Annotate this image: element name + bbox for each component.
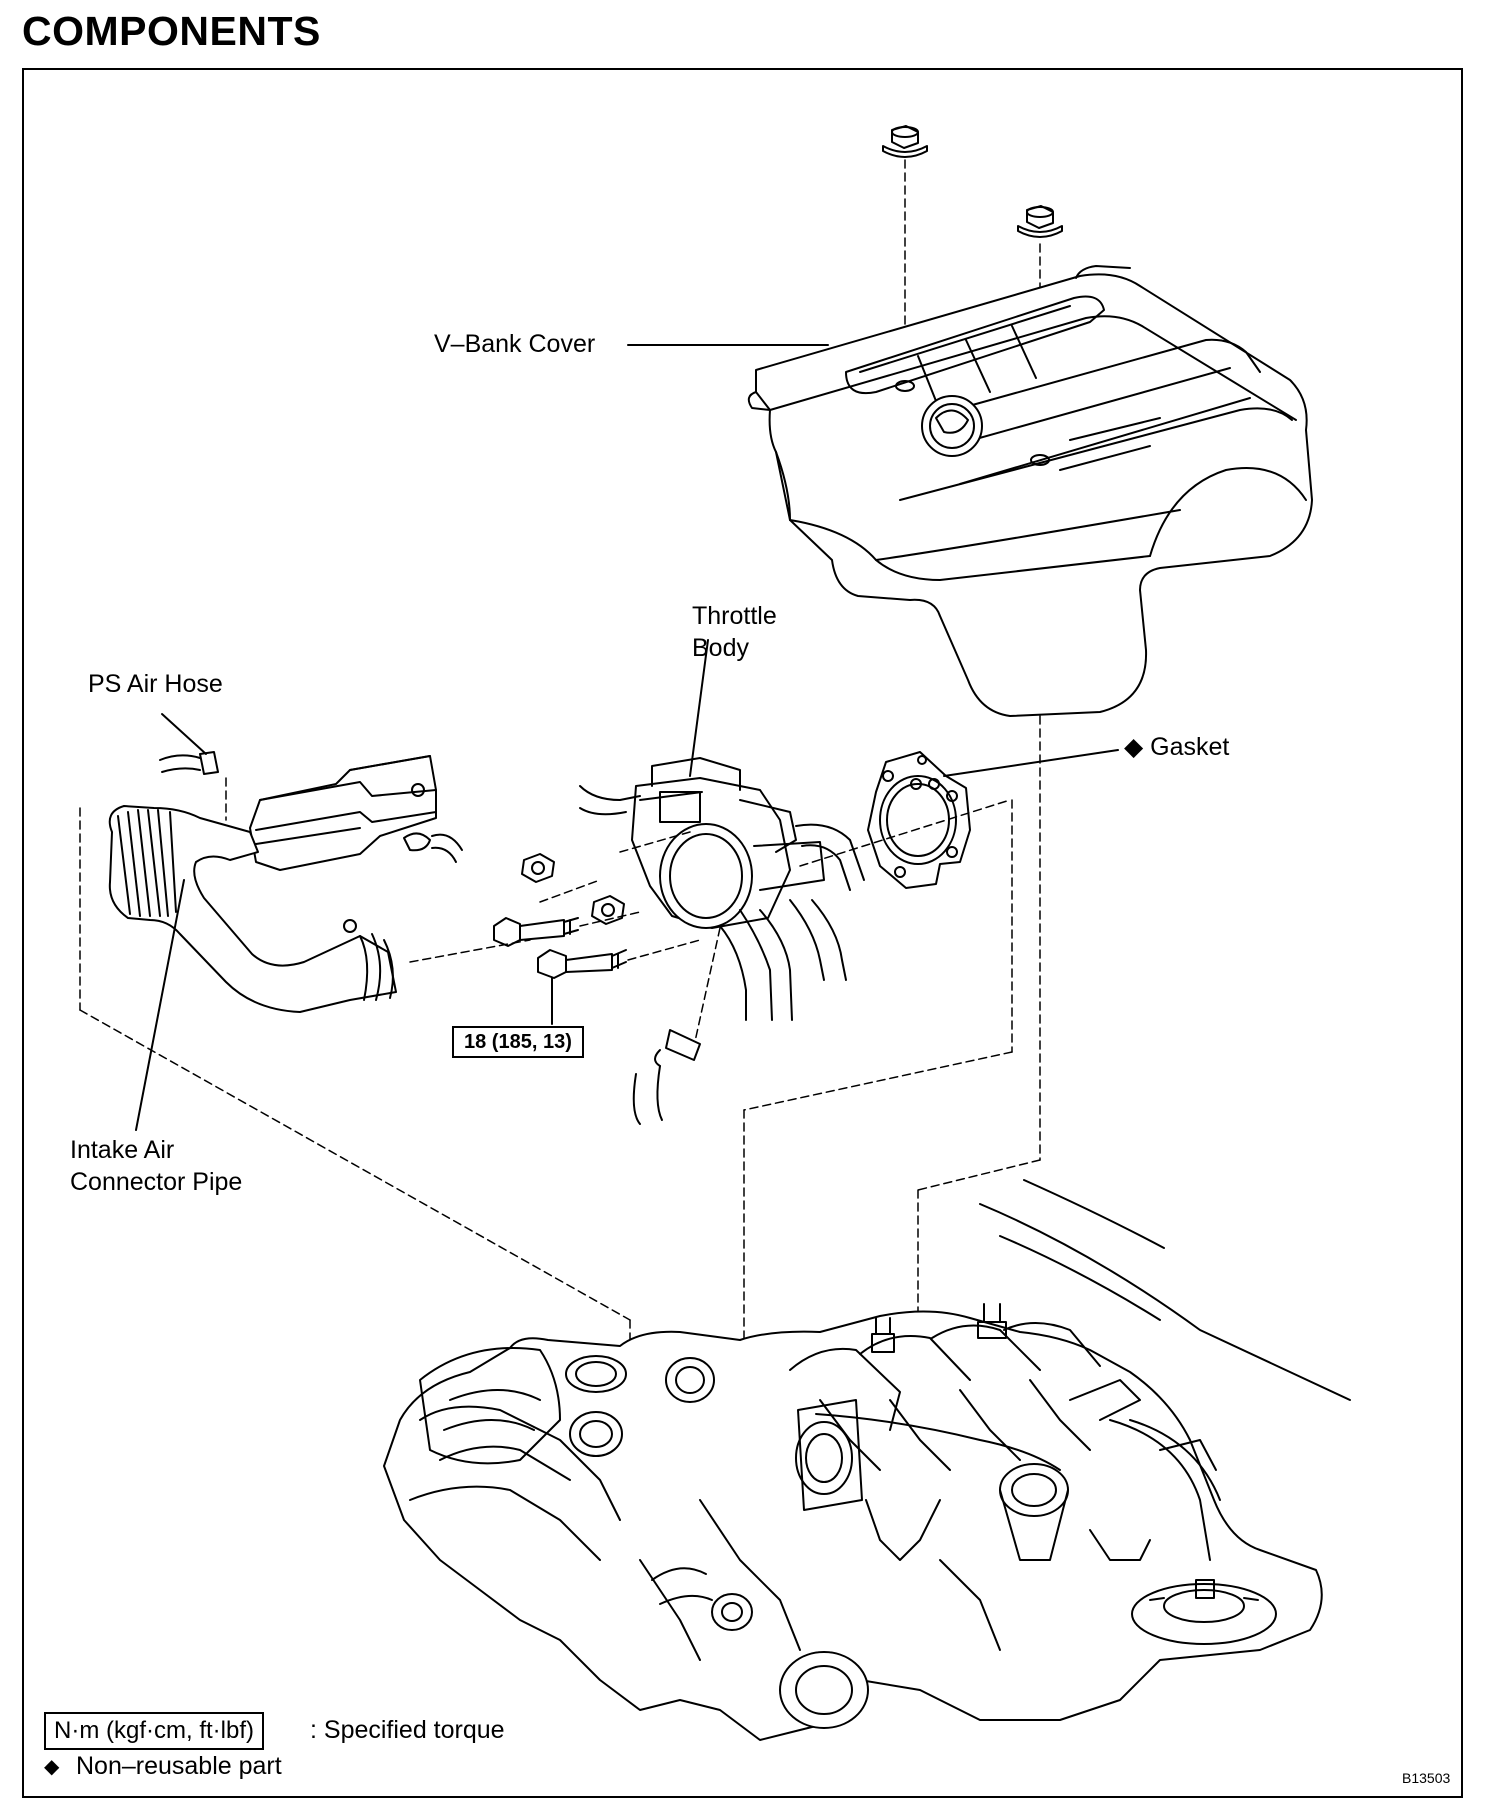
- label-intake-air-line1: Intake Air: [70, 1136, 175, 1164]
- label-intake-air-line2: Connector Pipe: [70, 1168, 243, 1196]
- diagram-frame: [22, 68, 1463, 1798]
- throttle-body-part: [579, 757, 865, 1021]
- gasket-part: [867, 751, 971, 889]
- legend-torque-units: N·m (kgf·cm, ft·lbf): [44, 1712, 264, 1750]
- throttle-nut-1: [521, 853, 555, 883]
- label-ps-air-hose: PS Air Hose: [88, 670, 223, 698]
- cover-nut-1: [882, 125, 928, 158]
- throttle-nut-2: [591, 895, 625, 925]
- legend-torque-desc: : Specified torque: [310, 1716, 505, 1744]
- page-title: COMPONENTS: [22, 8, 321, 54]
- bolt-axis-lines: [579, 911, 701, 961]
- engine-assembly: [383, 1179, 1351, 1741]
- label-throttle-body-line1: Throttle: [692, 602, 777, 630]
- throttle-bolt-1: [493, 917, 579, 947]
- leader-throttle-body: [689, 639, 709, 777]
- legend-non-reusable-mark: ◆: [44, 1756, 60, 1778]
- v-bank-cover: [747, 265, 1313, 717]
- air-duct-housing: [249, 755, 463, 871]
- ps-air-hose-part: [159, 751, 219, 775]
- leader-gasket: [943, 749, 1119, 777]
- lower-hose: [632, 1029, 701, 1125]
- figure-id: B13503: [1402, 1770, 1451, 1786]
- intake-air-connector-pipe-part: [108, 805, 397, 1013]
- label-throttle-body-line2: Body: [692, 634, 749, 662]
- cover-nut-2: [1017, 205, 1063, 238]
- throttle-axis-lines: [539, 799, 1013, 1466]
- torque-spec-box: 18 (185, 13): [452, 1026, 584, 1058]
- leader-ps-air-hose: [161, 713, 207, 755]
- label-gasket: ◆ Gasket: [1124, 733, 1230, 761]
- throttle-bolt-2: [537, 949, 627, 979]
- leader-intake-air: [135, 879, 185, 1131]
- label-v-bank-cover: V–Bank Cover: [434, 330, 596, 358]
- legend-non-reusable-desc: Non–reusable part: [76, 1752, 282, 1780]
